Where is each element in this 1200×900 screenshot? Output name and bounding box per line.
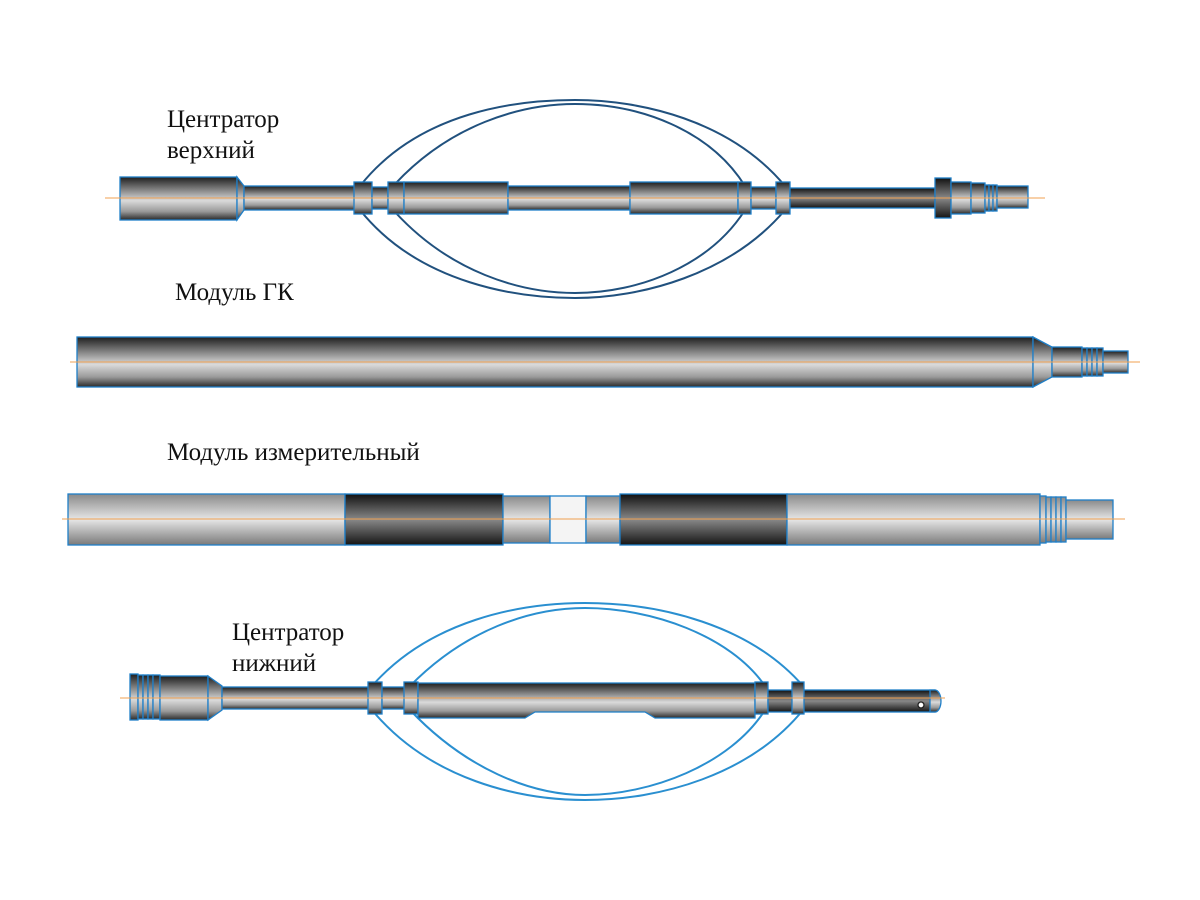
upper-centralizer-label: Центратор верхний [167,104,279,166]
label-line: Центратор [232,619,345,646]
rod-end [929,689,942,713]
gk-module-label: Модуль ГК [175,279,294,306]
measuring-module-label: Модуль измерительный [167,439,420,466]
connector [129,673,139,721]
upper-centralizer [105,98,1045,300]
bow-springs [359,98,786,300]
gk-module [70,335,1140,389]
body [417,682,756,719]
pin-end [996,185,1029,209]
measuring-module [62,493,1125,546]
lower-centralizer-label: Центратор нижний [232,617,344,679]
label-line: нижний [232,650,317,677]
lower-centralizer [120,601,945,802]
label-line: Центратор [167,106,280,133]
label-line: верхний [167,137,255,164]
pin-hole-icon [917,701,925,709]
bow-springs [371,601,804,802]
